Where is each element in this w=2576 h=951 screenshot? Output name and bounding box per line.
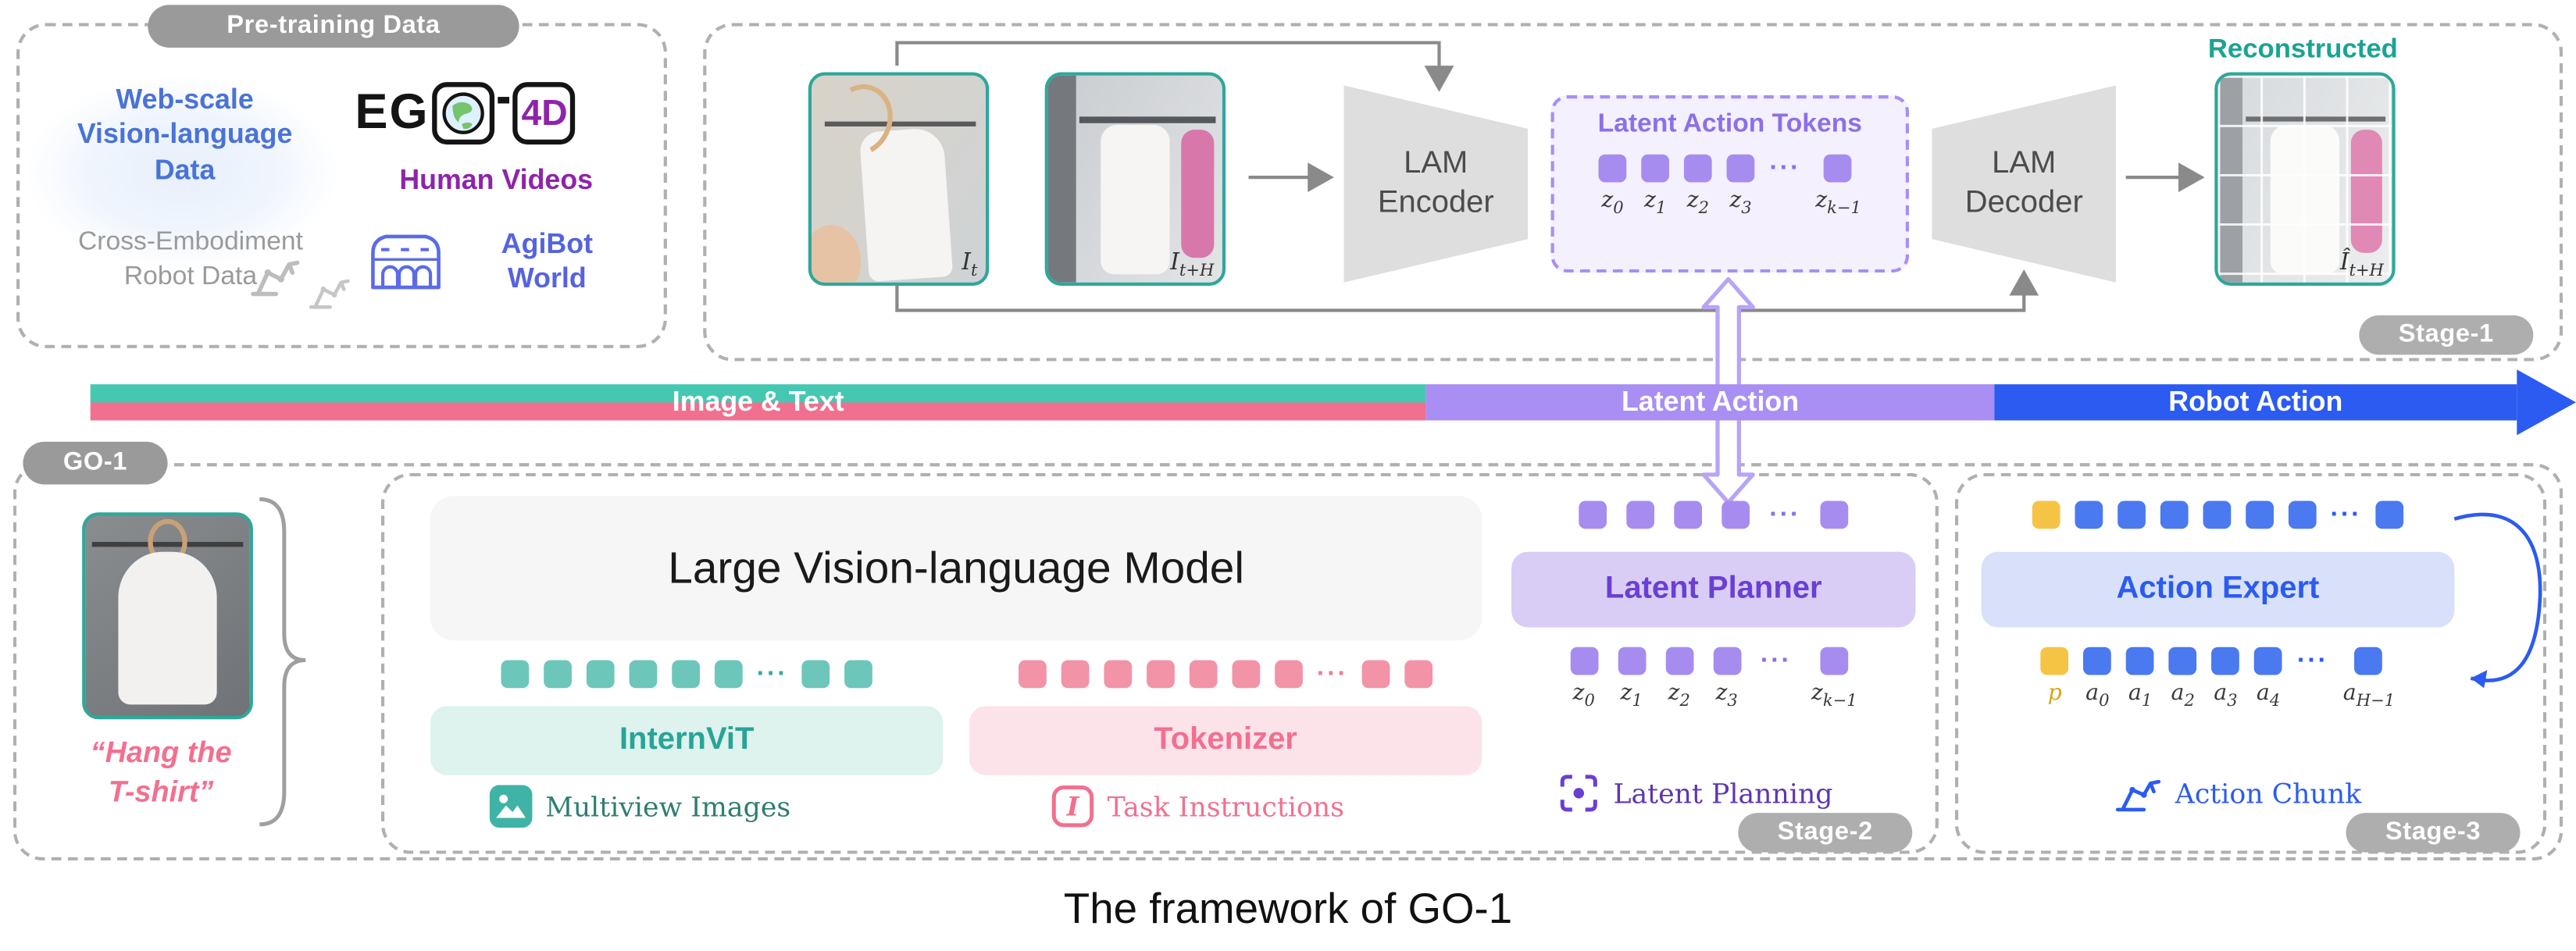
input-frame-t-photo: It [808, 72, 990, 286]
robot-arm-blue-icon [2115, 779, 2161, 812]
web-scale-data-label: Web-scale Vision-language Data [77, 84, 293, 185]
reconstructed-frame-label: Ît+H [2339, 250, 2384, 281]
pink-dress-shape [1180, 129, 1214, 258]
grouping-brace [259, 497, 306, 827]
figure-caption: The framework of GO-1 [1063, 883, 1513, 933]
task-instructions-icon: I [1051, 785, 1094, 828]
internvit-box: InternViT [430, 706, 944, 775]
tokenizer-box: Tokenizer [969, 706, 1482, 775]
latent-planning-icon [1560, 775, 1597, 812]
internvit-label: InternViT [619, 722, 755, 757]
closet-rod-shape [1079, 116, 1215, 123]
go1-box [12, 463, 2564, 861]
stage3-label: Stage-3 [2346, 813, 2521, 853]
task-instructions-caption: I Task Instructions [1051, 785, 1344, 828]
task-instructions-label: Task Instructions [1107, 790, 1344, 822]
bar-arrowhead [2517, 369, 2576, 436]
stage1-label: Stage-1 [2359, 315, 2534, 355]
latent-planner-label: Latent Planner [1604, 571, 1822, 607]
bar-latent-action-label: Latent Action [1621, 386, 1800, 418]
multiview-images-caption: Multiview Images [489, 785, 791, 828]
latent-action-tokens-title: Latent Action Tokens [1597, 109, 1863, 138]
latent-planner-box: Latent Planner [1511, 551, 1916, 628]
reconstructed-frame-photo: Ît+H [2214, 72, 2396, 286]
bar-latent-action-segment: Latent Action [1425, 384, 1995, 421]
bar-robot-action-segment: Robot Action [1994, 384, 2517, 421]
robot-arm-gray-icon-2 [309, 279, 350, 309]
white-dress-shape [1100, 125, 1170, 275]
latent-planning-caption: Latent Planning [1557, 772, 1833, 815]
glasses-bridge-icon [498, 97, 510, 104]
colosseum-icon [371, 234, 441, 290]
ego4d-logo: EG 4D [355, 82, 576, 145]
recurrence-arrow [2453, 512, 2542, 689]
closet-panel-shape [1047, 75, 1076, 283]
planner-output-token-row: ··· [1511, 500, 1915, 529]
multiview-images-label: Multiview Images [545, 790, 791, 822]
bar-image-text-label: Image & Text [672, 386, 844, 418]
pretraining-data-label: Pre-training Data [148, 5, 519, 48]
hand-shape [812, 224, 861, 283]
closet-rod-shape [825, 121, 976, 127]
frame-t-label: It [962, 250, 978, 281]
hanger-hook-shape [148, 519, 187, 566]
action-chunk-label: Action Chunk [2175, 777, 2362, 809]
vision-token-row: ··· [430, 660, 943, 689]
agibot-world-label: AgiBot World [501, 228, 593, 295]
bar-image-text-segment: Image & Text [90, 384, 1426, 421]
task-instruction-quote: “Hang the T-shirt” [90, 736, 232, 809]
action-expert-label: Action Expert [2116, 571, 2320, 607]
bar-robot-action-label: Robot Action [2168, 386, 2343, 418]
ego4d-text-4d: 4D [521, 91, 568, 134]
vlm-title: Large Vision-language Model [668, 543, 1244, 593]
ego4d-text-eg: EG [355, 85, 430, 140]
stage2-box [380, 472, 1939, 854]
action-expert-box: Action Expert [1981, 551, 2455, 628]
text-token-row: ··· [969, 660, 1482, 689]
tokenizer-label: Tokenizer [1154, 722, 1297, 757]
stage2-label: Stage-2 [1738, 813, 1913, 853]
globe-icon [443, 92, 485, 134]
glasses-left-lens-icon [432, 82, 495, 145]
human-videos-label: Human Videos [399, 164, 594, 196]
reconstruction-grid-overlay [2217, 75, 2392, 283]
tshirt-observation-photo [82, 512, 253, 720]
latent-planning-label: Latent Planning [1613, 777, 1833, 809]
stage1-box [703, 23, 2564, 362]
frame-t-plus-h-label: It+H [1170, 250, 1215, 281]
robot-arm-gray-icon [251, 260, 300, 297]
white-shirt-shape [118, 551, 217, 704]
cross-embodiment-label: Cross-Embodiment Robot Data [77, 228, 303, 290]
go1-label: GO-1 [23, 441, 168, 485]
vlm-box: Large Vision-language Model [430, 496, 1482, 641]
action-chunk-caption: Action Chunk [2113, 772, 2361, 815]
svg-text:I: I [1066, 790, 1080, 821]
map-watermark [26, 75, 339, 269]
input-frame-t-plus-h-photo: It+H [1044, 72, 1226, 286]
expert-input-token-row: ··· [1982, 500, 2455, 529]
glasses-right-lens-icon: 4D [512, 82, 576, 145]
reconstructed-label: Reconstructed [2207, 34, 2398, 65]
stage3-box [1954, 472, 2547, 854]
multiview-images-icon [489, 785, 533, 828]
